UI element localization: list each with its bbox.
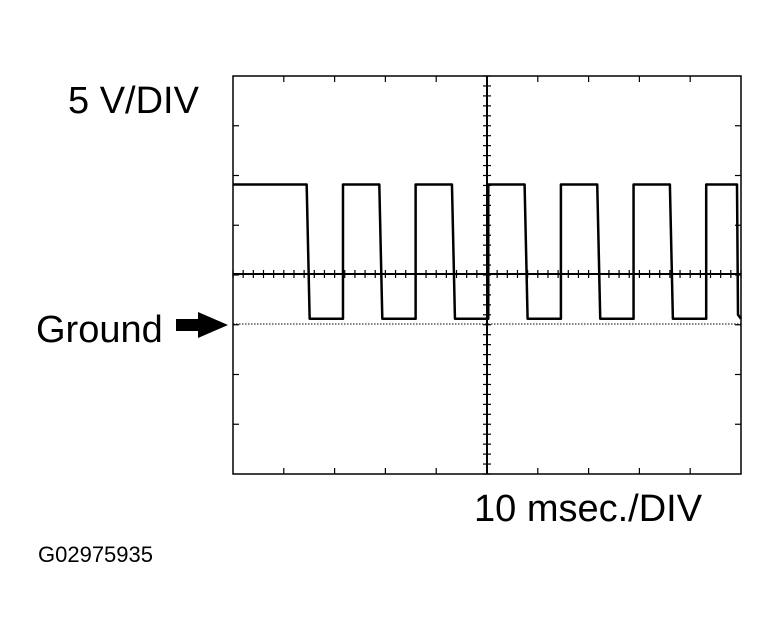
vertical-scale-label: 5 V/DIV bbox=[68, 80, 199, 122]
figure-id: G02975935 bbox=[38, 542, 153, 567]
right-arrow-icon bbox=[176, 312, 228, 338]
ground-label: Ground bbox=[36, 309, 163, 351]
horizontal-scale-label: 10 msec./DIV bbox=[474, 488, 703, 530]
square-waveform-trace bbox=[233, 183, 742, 321]
